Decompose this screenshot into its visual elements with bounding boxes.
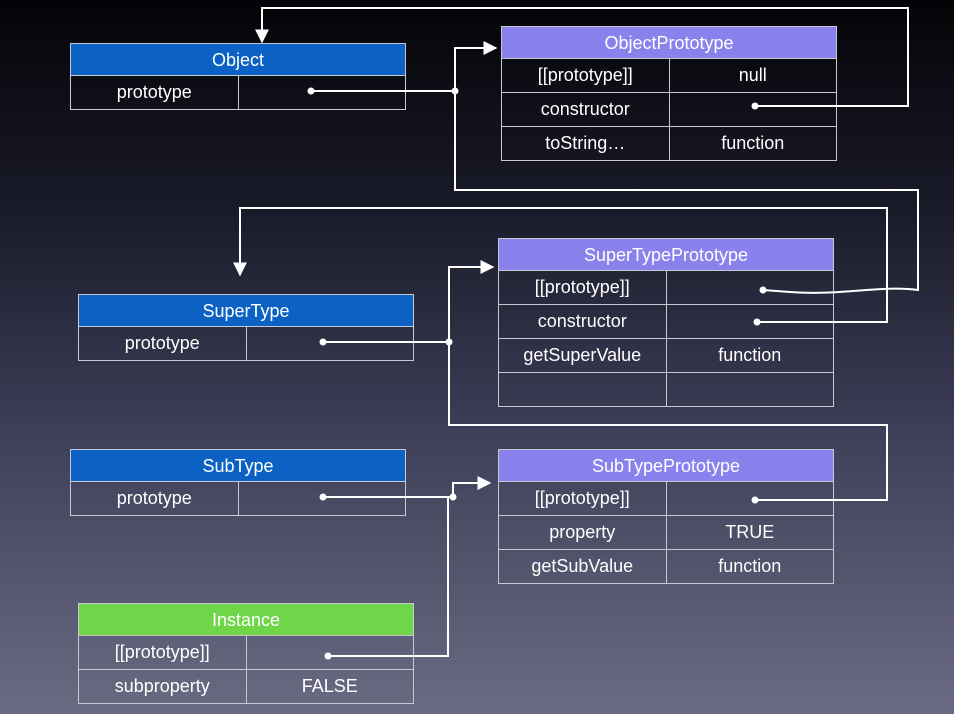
row-value: [666, 482, 834, 516]
instance-title: Instance: [78, 603, 414, 636]
connector-dot: [445, 338, 453, 346]
super-type-box: SuperType prototype: [78, 294, 414, 361]
row-value: [666, 271, 834, 305]
row-key: getSubValue: [498, 550, 667, 584]
row-key: [[prototype]]: [498, 482, 667, 516]
instance-box: Instance [[prototype]] subproperty FALSE: [78, 603, 414, 704]
row-key: toString…: [501, 127, 670, 161]
row-value: function: [669, 127, 837, 161]
row-value: [666, 305, 834, 339]
instance-row: [[prototype]]: [78, 636, 414, 670]
row-key: constructor: [498, 305, 667, 339]
row-key: prototype: [70, 76, 239, 110]
object-prototype-row: [[prototype]] null: [501, 59, 837, 93]
connector-dot: [449, 493, 457, 501]
row-key: subproperty: [78, 670, 247, 704]
sub-type-box: SubType prototype: [70, 449, 406, 516]
row-key: constructor: [501, 93, 670, 127]
super-type-prototype-row: getSuperValue function: [498, 339, 834, 373]
row-key: [[prototype]]: [501, 59, 670, 93]
sub-type-prototype-row: getSubValue function: [498, 550, 834, 584]
row-value: [666, 373, 834, 407]
object-title: Object: [70, 43, 406, 76]
instance-row: subproperty FALSE: [78, 670, 414, 704]
object-box: Object prototype: [70, 43, 406, 110]
row-value: FALSE: [246, 670, 414, 704]
object-prototype-row: toString… function: [501, 127, 837, 161]
row-value: null: [669, 59, 837, 93]
sub-type-row-prototype: prototype: [70, 482, 406, 516]
super-type-row-prototype: prototype: [78, 327, 414, 361]
row-value: function: [666, 339, 834, 373]
row-key: [[prototype]]: [78, 636, 247, 670]
super-type-title: SuperType: [78, 294, 414, 327]
sub-type-prototype-row: [[prototype]]: [498, 482, 834, 516]
row-key: [498, 373, 667, 407]
object-row-prototype: prototype: [70, 76, 406, 110]
row-value: [238, 76, 406, 110]
row-value: function: [666, 550, 834, 584]
row-key: [[prototype]]: [498, 271, 667, 305]
super-type-prototype-title: SuperTypePrototype: [498, 238, 834, 271]
object-prototype-title: ObjectPrototype: [501, 26, 837, 59]
row-key: prototype: [70, 482, 239, 516]
row-key: prototype: [78, 327, 247, 361]
super-type-prototype-row: [[prototype]]: [498, 271, 834, 305]
row-value: TRUE: [666, 516, 834, 550]
connector-dot: [451, 87, 459, 95]
object-prototype-box: ObjectPrototype [[prototype]] null const…: [501, 26, 837, 161]
super-type-prototype-row: [498, 373, 834, 407]
sub-type-prototype-title: SubTypePrototype: [498, 449, 834, 482]
sub-type-prototype-box: SubTypePrototype [[prototype]] property …: [498, 449, 834, 584]
row-key: property: [498, 516, 667, 550]
row-value: [246, 327, 414, 361]
super-type-prototype-box: SuperTypePrototype [[prototype]] constru…: [498, 238, 834, 407]
sub-type-title: SubType: [70, 449, 406, 482]
super-type-prototype-row: constructor: [498, 305, 834, 339]
row-value: [669, 93, 837, 127]
object-prototype-row: constructor: [501, 93, 837, 127]
sub-type-prototype-row: property TRUE: [498, 516, 834, 550]
row-key: getSuperValue: [498, 339, 667, 373]
row-value: [238, 482, 406, 516]
row-value: [246, 636, 414, 670]
